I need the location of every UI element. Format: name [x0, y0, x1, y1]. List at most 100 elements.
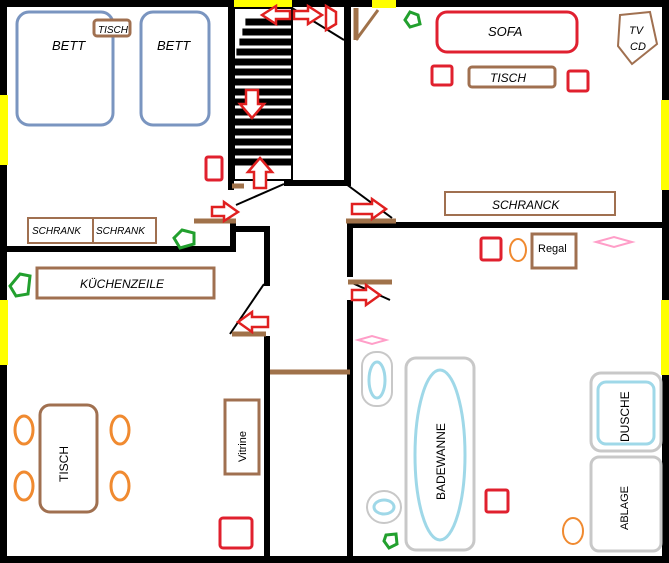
- living-table: [467, 65, 557, 89]
- window-top-living: [372, 0, 396, 8]
- window-left-kitchen: [0, 300, 8, 365]
- cabinet-2: [92, 217, 157, 244]
- corridor-diag-2: [345, 183, 393, 219]
- kitchen-chair-2: [13, 470, 35, 502]
- wall-kitchen-top-right: [264, 226, 270, 286]
- wall-corridor-top-left: [230, 226, 270, 232]
- bedroom: BETT BETT TISCH SCHRANK SCHRANK: [15, 10, 224, 250]
- arrow-right-top: [292, 3, 325, 27]
- bathtub-basin: [413, 368, 467, 542]
- kitchen-counter: [35, 266, 216, 300]
- sofa: [435, 10, 579, 54]
- window-right-living: [661, 100, 669, 190]
- shower-label: DUSCHE: [618, 391, 632, 442]
- wall-bedroom-stair: [228, 0, 234, 190]
- wall-stair-bottom: [284, 180, 346, 186]
- bath-shelf-label: Regal: [538, 243, 567, 255]
- door-living-top-swing: [354, 9, 380, 41]
- kitchen-chair-4: [109, 470, 131, 502]
- wall-bath-top-left: [347, 222, 353, 277]
- window-left-bedroom: [0, 95, 8, 165]
- window-top-stair: [232, 0, 292, 8]
- kitchen-chair-3: [109, 414, 131, 446]
- living-table-label: TISCH: [490, 71, 526, 85]
- windows: [0, 0, 669, 375]
- bath-stool: [479, 236, 503, 262]
- bed-1-label: BETT: [52, 38, 86, 53]
- living-cabinet: [444, 191, 616, 216]
- doors: [194, 8, 396, 375]
- bathroom: Regal BADEWANNE DUSCHE ABLAGE: [354, 232, 663, 553]
- wall-right-2: [662, 190, 669, 300]
- arrows: [210, 3, 389, 335]
- living-room: SOFA TISCH TV CD SCHRANCK: [403, 10, 659, 216]
- bath-basket: [509, 238, 527, 262]
- kitchen-plant: [8, 272, 32, 298]
- wall-bottom: [0, 556, 669, 563]
- kitchen-table-label: TISCH: [57, 446, 71, 482]
- tv-cabinet: [616, 10, 659, 66]
- wall-bedroom-corner: [230, 220, 236, 250]
- living-cabinet-label: SCHRANCK: [492, 198, 560, 212]
- window-right-bath: [661, 300, 669, 375]
- wall-right-3: [662, 375, 669, 563]
- wall-left-2: [0, 165, 7, 300]
- bed-1: [15, 10, 115, 127]
- wall-living-bottom: [348, 222, 669, 228]
- wall-bedroom-bottom: [0, 246, 236, 252]
- kitchen: KÜCHENZEILE TISCH Vitrine: [8, 266, 261, 550]
- storage-unit: [589, 455, 663, 553]
- bath-plant: [382, 532, 399, 550]
- bath-bin: [562, 517, 584, 545]
- wall-right-1: [662, 0, 669, 100]
- wall-stair-right: [344, 0, 351, 186]
- arrow-down-stair: [237, 88, 267, 120]
- wall-left-3: [0, 365, 7, 563]
- kitchen-table: [38, 403, 99, 514]
- arrow-left-top: [259, 3, 292, 27]
- living-chair-left: [430, 64, 454, 87]
- wall-kitchen-right: [264, 336, 270, 563]
- wall-bath-left: [347, 300, 353, 563]
- shower-tray: [596, 380, 656, 446]
- wall-top-right: [396, 0, 669, 7]
- bath-lamp-top: [592, 235, 636, 249]
- kitchen-counter-label: KÜCHENZEILE: [80, 277, 165, 291]
- living-plant: [403, 10, 422, 29]
- display-cabinet-label: Vitrine: [237, 431, 249, 462]
- small-table-label: TISCH: [98, 25, 129, 36]
- toilet-bowl: [372, 498, 396, 516]
- arrow-right-living: [350, 196, 389, 222]
- sofa-label: SOFA: [488, 24, 522, 39]
- cabinet-1: [27, 217, 94, 244]
- bath-lamp-left: [354, 334, 390, 346]
- arrow-right-bath: [350, 282, 383, 308]
- bed-2: [139, 10, 211, 127]
- corridor-diag-1: [235, 183, 285, 206]
- bathtub-label: BADEWANNE: [434, 423, 448, 500]
- cabinet-2-label: SCHRANK: [96, 226, 146, 237]
- wall-top-mid: [292, 0, 372, 7]
- bath-chair: [484, 488, 510, 514]
- bath-shelf: [530, 232, 578, 270]
- tv-label-line1: TV: [629, 25, 645, 37]
- cabinet-1-label: SCHRANK: [32, 226, 82, 237]
- bed-2-label: BETT: [157, 38, 191, 53]
- bath-sink-basin: [367, 360, 387, 400]
- kitchen-chair-1: [13, 414, 35, 446]
- kitchen-chair-red: [218, 516, 254, 550]
- storage-label: ABLAGE: [619, 486, 631, 530]
- arrow-left-bedroom: [210, 199, 241, 224]
- tv-label-line2: CD: [630, 41, 646, 53]
- wall-left-1: [0, 0, 7, 95]
- bedroom-chair: [204, 155, 224, 182]
- corridor-diag-3: [229, 283, 265, 335]
- stair-steps: [234, 18, 292, 166]
- bedroom-plant: [172, 228, 196, 250]
- arrow-up-stair: [245, 156, 275, 190]
- display-cabinet: [223, 398, 261, 476]
- small-table: [92, 18, 132, 38]
- arrow-left-kitchen: [235, 309, 270, 335]
